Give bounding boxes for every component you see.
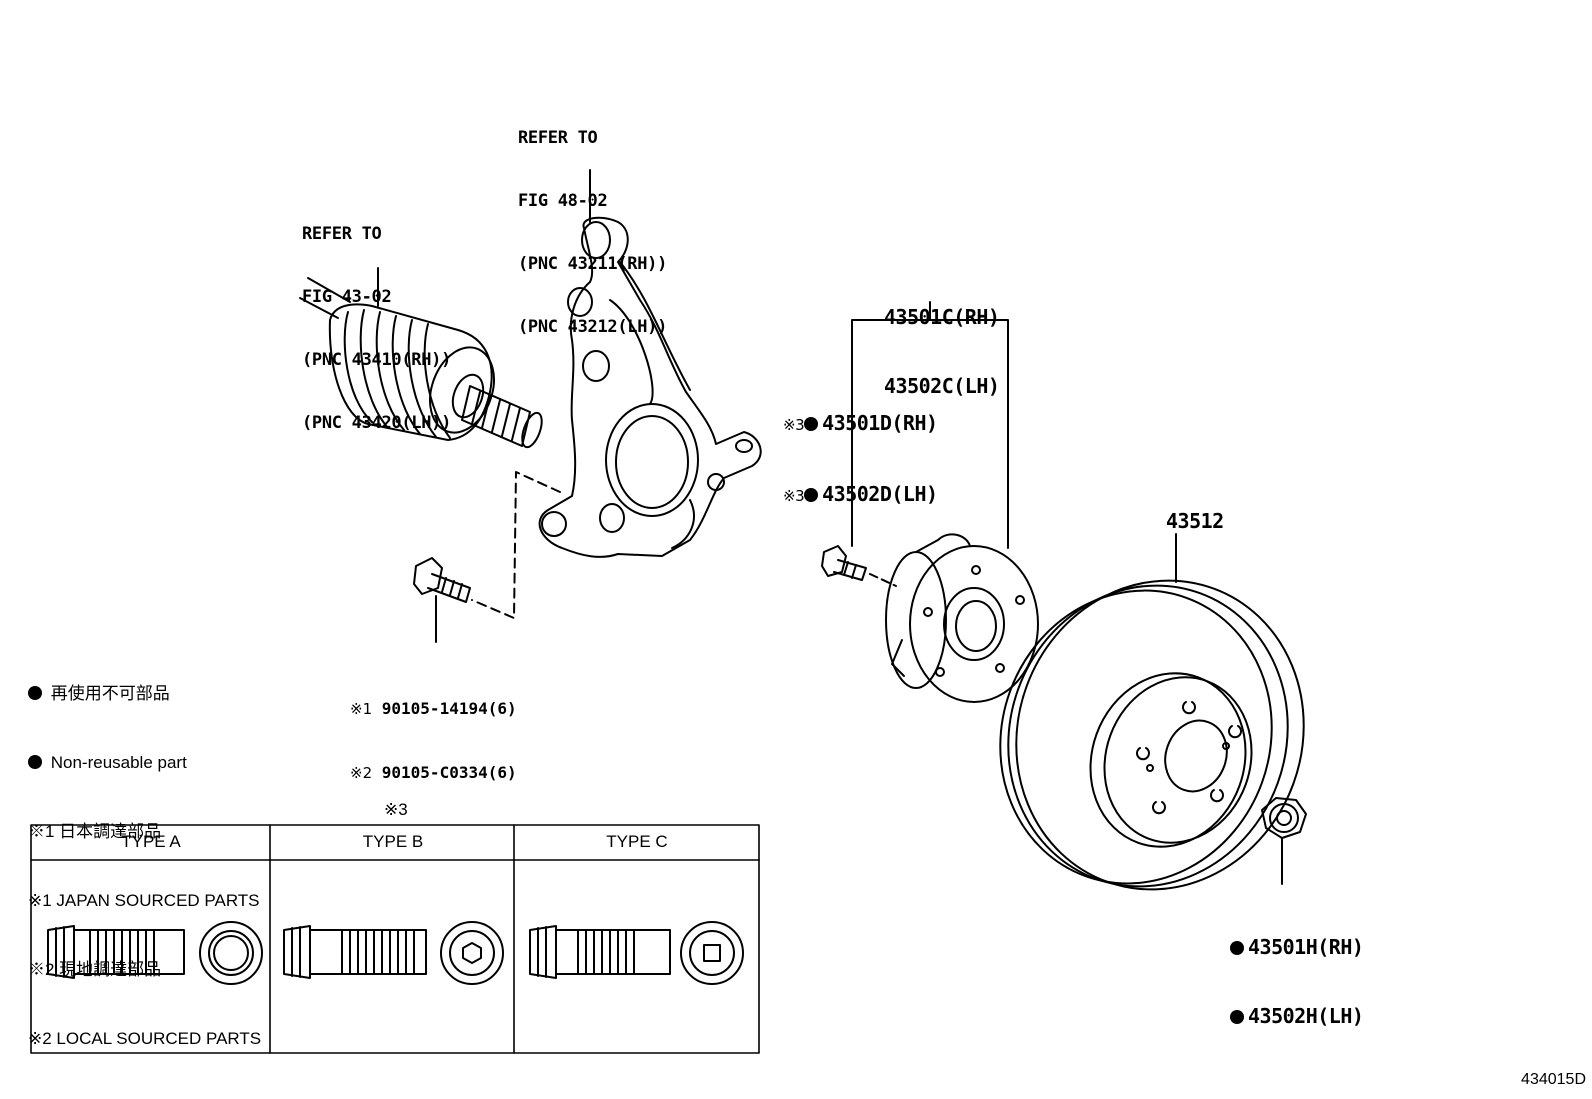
knuckle-refer-line-1: REFER TO — [518, 128, 598, 148]
brake-disc-illustration — [999, 533, 1305, 891]
non-reusable-dot-icon — [28, 755, 42, 769]
type-a-stud-illustration — [47, 921, 263, 985]
hub-assy-rh: 43501C(RH) — [884, 305, 1000, 329]
hub-bearing-illustration — [885, 533, 1039, 703]
axle-refer-line-4: (PNC 43420(LH)) — [302, 413, 452, 433]
non-reusable-dot-icon — [1230, 1010, 1244, 1024]
axle-refer-line-3: (PNC 43410(RH)) — [302, 350, 452, 370]
disc-part-number: 43512 — [1166, 509, 1224, 533]
knuckle-refer-line-4: (PNC 43212(LH)) — [518, 317, 668, 337]
legend-nonreusable: Non-reusable part — [50, 753, 187, 772]
non-reusable-dot-icon — [804, 417, 819, 431]
hub-nut-part-number: 43501H(RH) 43502H(LH) — [1230, 890, 1364, 1051]
bolt-jp-number: 90105-14194(6) — [381, 699, 517, 718]
legend-jp-nonreusable: 再使用不可部品 — [50, 684, 170, 703]
type-table-mark: ※3 — [384, 800, 408, 819]
hub-bolt-lh: 43502D(LH) — [822, 482, 938, 506]
hub-assy-lh: 43502C(LH) — [884, 374, 1000, 398]
hub-bolt-rh: 43501D(RH) — [822, 411, 938, 435]
steering-knuckle-illustration — [538, 169, 762, 558]
hub-bolt-part-number: ※3 43501D(RH) ※3 43502D(LH) — [783, 366, 938, 531]
hub-callout-bracket — [851, 301, 1009, 549]
knuckle-bolt-illustration — [413, 557, 471, 643]
hub-bolt-mark: ※3 — [783, 416, 805, 434]
knuckle-refer-line-2: FIG 48-02 — [518, 191, 608, 211]
type-b-header: TYPE B — [362, 832, 424, 851]
hub-nut-illustration — [1261, 797, 1307, 885]
legend: 再使用不可部品 Non-reusable part ※1 日本調達部品 ※1 J… — [28, 636, 261, 1073]
legend-jp-japan: ※1 日本調達部品 — [28, 822, 162, 841]
legend-local: ※2 LOCAL SOURCED PARTS — [28, 1029, 262, 1048]
hub-bolt-illustration — [821, 545, 897, 587]
hub-bolt-mark: ※3 — [783, 487, 805, 505]
type-b-stud-illustration — [283, 921, 504, 985]
figure-id: 434015D — [1521, 1071, 1586, 1088]
bolt-local-mark: ※2 — [350, 764, 373, 782]
type-c-header: TYPE C — [606, 832, 668, 851]
non-reusable-dot-icon — [804, 488, 819, 502]
axle-refer-line-2: FIG 43-02 — [302, 287, 392, 307]
non-reusable-dot-icon — [1230, 941, 1244, 955]
drive-shaft-illustration — [299, 267, 543, 449]
non-reusable-dot-icon — [28, 686, 42, 700]
legend-japan: ※1 JAPAN SOURCED PARTS — [28, 891, 260, 910]
axle-reference-callout: REFER TO FIG 43-02 (PNC 43410(RH)) (PNC … — [302, 182, 451, 455]
knuckle-bolt-part-number: ※1 90105-14194(6) ※2 90105-C0334(6) — [350, 656, 517, 805]
type-table-frame — [30, 824, 760, 1054]
type-c-stud-illustration — [529, 921, 744, 985]
legend-jp-local: ※2 現地調達部品 — [28, 960, 162, 979]
axle-refer-line-1: REFER TO — [302, 224, 382, 244]
type-a-header: TYPE A — [121, 832, 181, 851]
knuckle-refer-line-3: (PNC 43211(RH)) — [518, 254, 668, 274]
hub-nut-rh: 43501H(RH) — [1248, 935, 1364, 959]
knuckle-reference-callout: REFER TO FIG 48-02 (PNC 43211(RH)) (PNC … — [518, 86, 667, 359]
hub-assy-part-number: 43501C(RH) 43502C(LH) — [884, 260, 1000, 421]
bolt-local-number: 90105-C0334(6) — [381, 763, 517, 782]
bolt-jp-mark: ※1 — [350, 700, 373, 718]
hub-nut-lh: 43502H(LH) — [1248, 1004, 1364, 1028]
bolt-alignment-line — [471, 471, 561, 619]
